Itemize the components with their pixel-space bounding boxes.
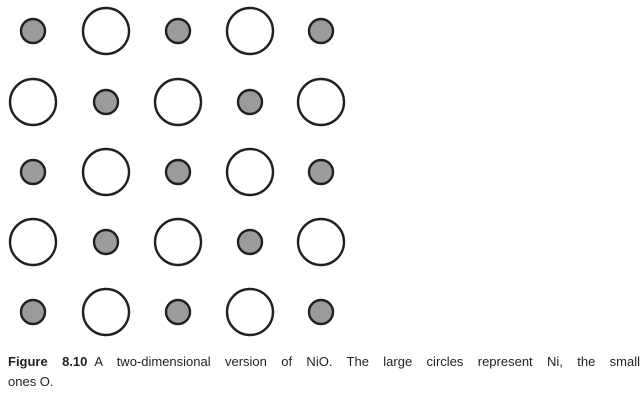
o-atom-circle (307, 298, 335, 326)
nio-lattice-diagram (0, 0, 360, 351)
ni-atom-circle (153, 217, 203, 267)
ni-atom-circle (225, 147, 275, 197)
o-atom-circle (19, 17, 47, 45)
ni-atom-circle (81, 6, 131, 56)
ni-atom-circle (296, 77, 346, 127)
o-atom-circle (19, 158, 47, 186)
ni-atom-circle (225, 6, 275, 56)
caption-text-line1: A two-dimensional version of NiO. The la… (94, 354, 641, 369)
ni-atom-circle (225, 287, 275, 337)
figure-caption: Figure 8.10 A two-dimensional version of … (8, 352, 640, 392)
caption-line-1: Figure 8.10 A two-dimensional version of … (8, 352, 640, 372)
ni-atom-circle (153, 77, 203, 127)
figure-label: Figure 8.10 (8, 354, 88, 369)
nio-lattice-svg (8, 6, 346, 337)
o-atom-circle (236, 88, 264, 116)
o-atom-circle (164, 158, 192, 186)
o-atom-circle (164, 298, 192, 326)
ni-atom-circle (81, 147, 131, 197)
o-atom-circle (19, 298, 47, 326)
caption-line-2: ones O. (8, 374, 54, 389)
ni-atom-circle (81, 287, 131, 337)
o-atom-circle (92, 88, 120, 116)
o-atom-circle (307, 17, 335, 45)
ni-atom-circle (296, 217, 346, 267)
o-atom-circle (236, 228, 264, 256)
ni-atom-circle (8, 217, 58, 267)
ni-atom-circle (8, 77, 58, 127)
o-atom-circle (92, 228, 120, 256)
o-atom-circle (307, 158, 335, 186)
o-atom-circle (164, 17, 192, 45)
